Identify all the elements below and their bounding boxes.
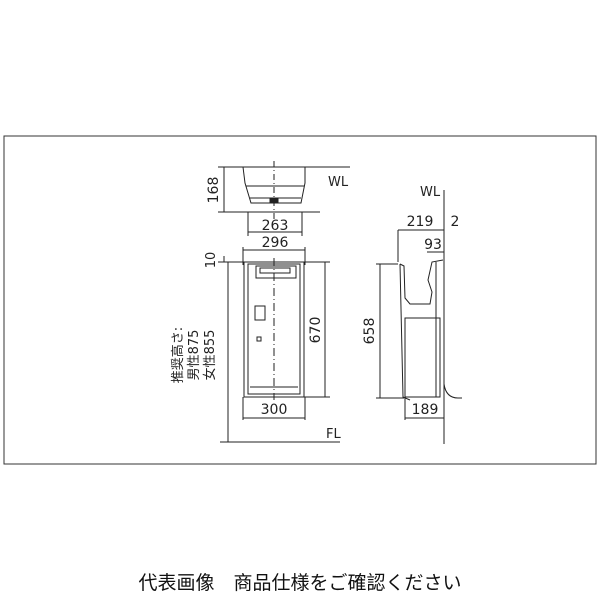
- female-height-label: 女性855: [202, 330, 218, 381]
- side-wl-label: WL: [420, 185, 441, 200]
- top-wl-label: WL: [328, 175, 349, 190]
- top-height-label: 168: [206, 177, 222, 204]
- top-view: [218, 161, 350, 265]
- side-base-depth-label: 189: [412, 402, 439, 418]
- side-inner-depth-label: 93: [424, 237, 442, 253]
- recommended-height-label: 推奨高さ:: [170, 327, 186, 383]
- front-top-gap-label: 10: [204, 252, 219, 269]
- side-view: [376, 190, 462, 444]
- side-offset-label: 2: [451, 214, 460, 230]
- front-view: [218, 256, 340, 443]
- drawing-border: [3, 135, 597, 465]
- top-width-label: 263: [262, 218, 289, 234]
- side-depth-label: 219: [407, 214, 434, 230]
- male-height-label: 男性875: [187, 330, 202, 381]
- front-top-width-label: 296: [262, 235, 289, 251]
- front-height-label: 670: [308, 317, 324, 344]
- front-fl-label: FL: [326, 427, 341, 442]
- side-height-label: 658: [362, 318, 378, 345]
- front-bottom-width-label: 300: [261, 402, 288, 418]
- caption: 代表画像 商品仕様をご確認ください: [138, 572, 462, 594]
